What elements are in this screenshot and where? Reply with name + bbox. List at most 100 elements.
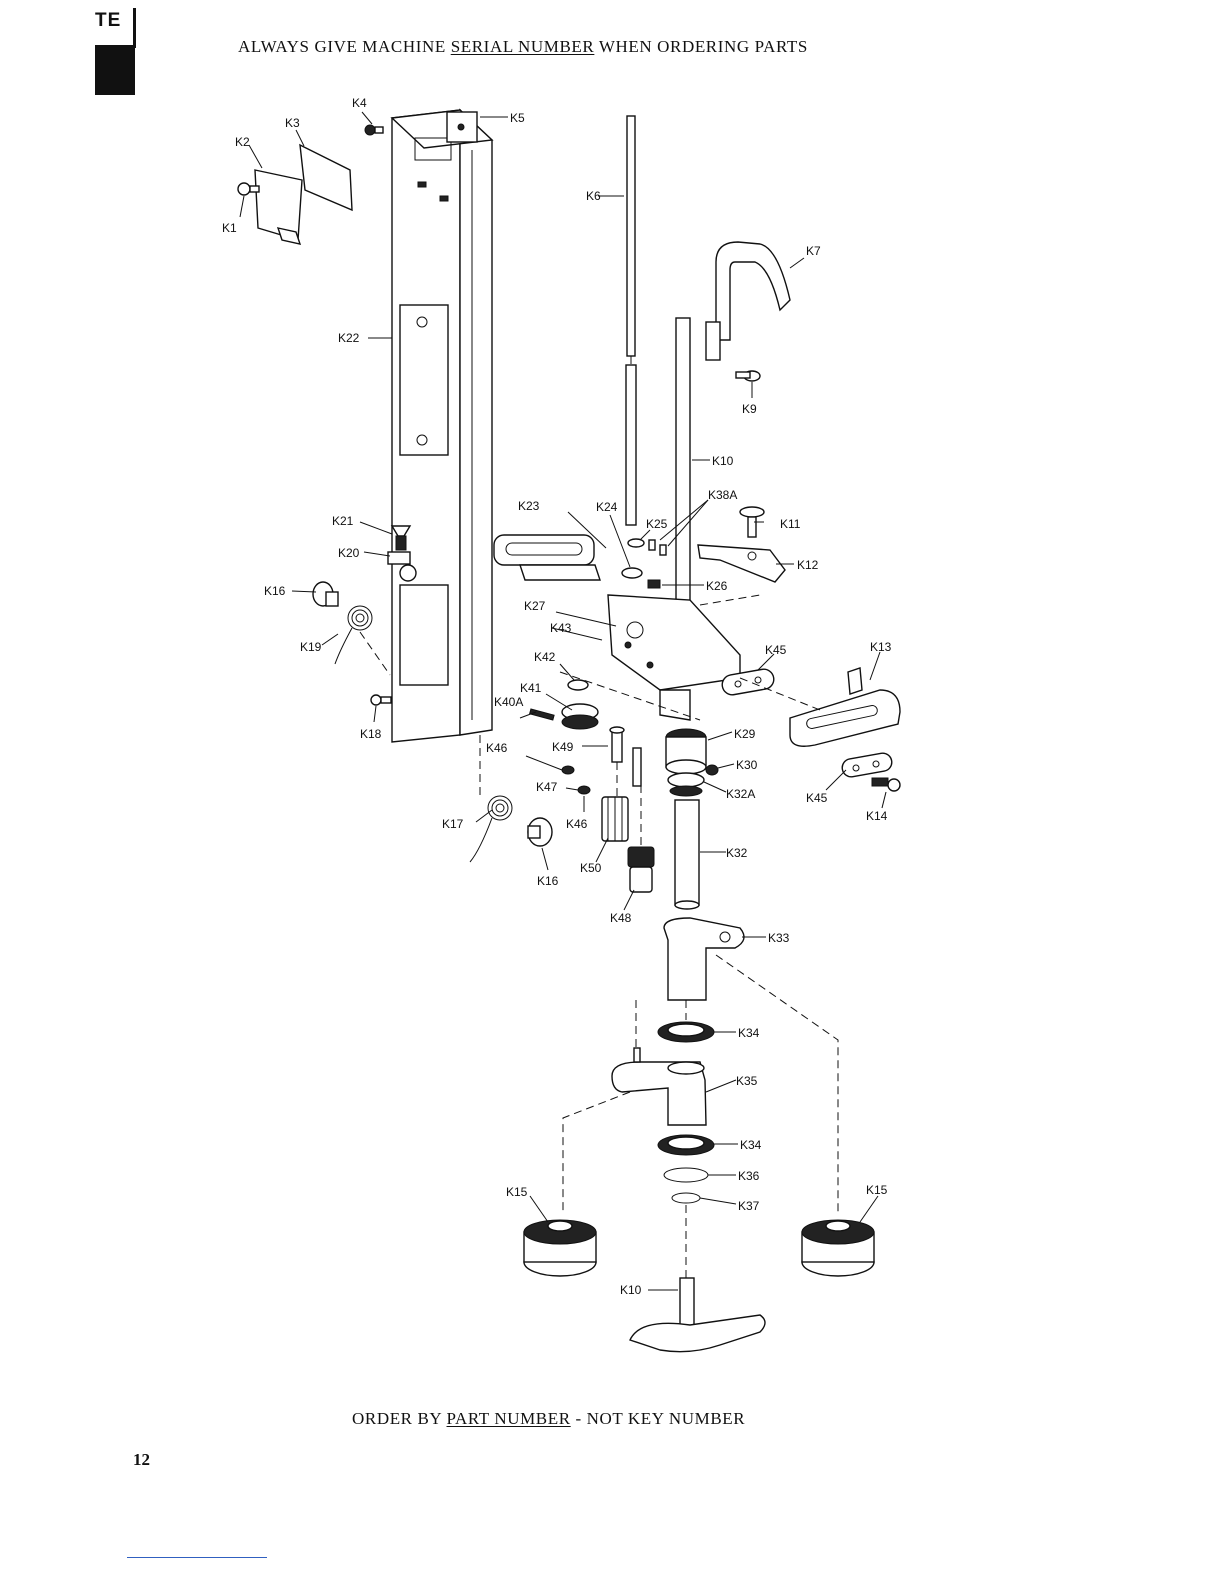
callout-label: K29 [734, 727, 756, 741]
bracket-k43 [607, 594, 741, 721]
pin-k49 [609, 726, 625, 763]
slide-k13 [789, 667, 901, 747]
screw-k9 [735, 370, 761, 382]
callout-label: K43 [550, 621, 572, 635]
callout-label: K3 [285, 116, 300, 130]
plate-k3 [299, 143, 353, 212]
slide-k23 [493, 534, 601, 581]
callout-label: K47 [536, 780, 558, 794]
callout-label: K33 [768, 931, 790, 945]
section-tab-marker [95, 45, 135, 95]
block-k20 [387, 551, 417, 582]
callout-label: K10 [712, 454, 734, 468]
block-k5 [446, 111, 478, 143]
callout-label: K50 [580, 861, 602, 875]
nut-k46-lower [577, 785, 591, 795]
callout-label: K15 [506, 1185, 528, 1199]
callout-label: K20 [338, 546, 360, 560]
callout-label: K26 [706, 579, 728, 593]
callout-label: K12 [797, 558, 819, 572]
lever-k12 [697, 544, 786, 583]
callout-label: K32A [726, 787, 755, 801]
nut-k46-upper [561, 765, 575, 775]
callout-label: K19 [300, 640, 322, 654]
page-header: ALWAYS GIVE MACHINE SERIAL NUMBER WHEN O… [238, 37, 808, 57]
ring-k36 [663, 1167, 709, 1183]
stud-k16-upper [312, 581, 339, 607]
callout-label: K17 [442, 817, 464, 831]
callout-label: K38A [708, 488, 737, 502]
callout-label: K34 [740, 1138, 762, 1152]
washers-k32a [667, 772, 705, 797]
pulley-k15-left [523, 1219, 597, 1277]
callout-labels: K1 K2 K3 K4 K5 K6 K7 K9 K10 K11 K12 K13 … [222, 96, 892, 1297]
callout-label: K21 [332, 514, 354, 528]
collar-k29 [665, 728, 707, 775]
callout-label: K32 [726, 846, 748, 860]
callout-label: K2 [235, 135, 250, 149]
clip-k37 [671, 1192, 701, 1204]
callout-label: K45 [765, 643, 787, 657]
callout-label: K10 [620, 1283, 642, 1297]
lever-k35 [611, 1047, 707, 1126]
alignment-lines [359, 594, 839, 1278]
header-suffix: WHEN ORDERING PARTS [594, 37, 808, 56]
callout-label: K14 [866, 809, 888, 823]
lever-k33 [663, 917, 745, 1001]
page-footer: ORDER BY PART NUMBER - NOT KEY NUMBER [352, 1409, 745, 1429]
washer-k42 [567, 679, 589, 691]
screw-k11 [739, 506, 765, 538]
callout-label: K45 [806, 791, 828, 805]
callout-label: K27 [524, 599, 546, 613]
washers-k24-k25 [621, 538, 667, 579]
link-k45-lower [841, 752, 893, 778]
callout-label: K16 [537, 874, 559, 888]
pin-k47 [632, 747, 642, 787]
column-k22 [390, 108, 494, 743]
gear-k34-upper [657, 1021, 715, 1043]
callout-label: K24 [596, 500, 618, 514]
callout-label: K1 [222, 221, 237, 235]
callout-label: K30 [736, 758, 758, 772]
screw-k4 [364, 124, 384, 136]
gear-k34-lower [657, 1134, 715, 1156]
screw-k21 [390, 525, 412, 551]
rod-k6 [625, 115, 637, 526]
callout-label: K35 [736, 1074, 758, 1088]
callout-label: K46 [566, 817, 588, 831]
screw-k18 [370, 694, 392, 706]
footer-suffix: - NOT KEY NUMBER [570, 1409, 746, 1428]
callout-label: K41 [520, 681, 542, 695]
stud-k16-lower [527, 817, 553, 847]
callout-label: K15 [866, 1183, 888, 1197]
footer-prefix: ORDER BY [352, 1409, 447, 1428]
callout-label: K36 [738, 1169, 760, 1183]
callout-label: K5 [510, 111, 525, 125]
header-emphasis: SERIAL NUMBER [450, 37, 595, 56]
gear-k50 [601, 796, 629, 842]
leader-lines [239, 111, 887, 1291]
pin-k40a [529, 708, 555, 721]
callout-label: K16 [264, 584, 286, 598]
fork-k10 [629, 1277, 766, 1353]
section-tab-rule [133, 8, 136, 48]
footer-emphasis: PART NUMBER [446, 1409, 571, 1428]
footnote-rule [127, 1557, 267, 1558]
callout-label: K11 [780, 517, 801, 531]
screw-k14 [871, 777, 901, 792]
callout-label: K6 [586, 189, 601, 203]
header-prefix: ALWAYS GIVE MACHINE [238, 37, 451, 56]
gear-k48 [627, 846, 655, 893]
section-tab-label: TE [95, 10, 122, 31]
screw-k30 [705, 764, 719, 776]
callout-label: K49 [552, 740, 574, 754]
callout-label: K18 [360, 727, 382, 741]
callout-label: K9 [742, 402, 757, 416]
plate-k2 [254, 169, 303, 245]
callout-label: K23 [518, 499, 540, 513]
pulley-k15-right [801, 1219, 875, 1277]
link-k45-upper [721, 668, 775, 696]
gear-k41 [561, 703, 599, 730]
tube-k32 [674, 799, 700, 910]
